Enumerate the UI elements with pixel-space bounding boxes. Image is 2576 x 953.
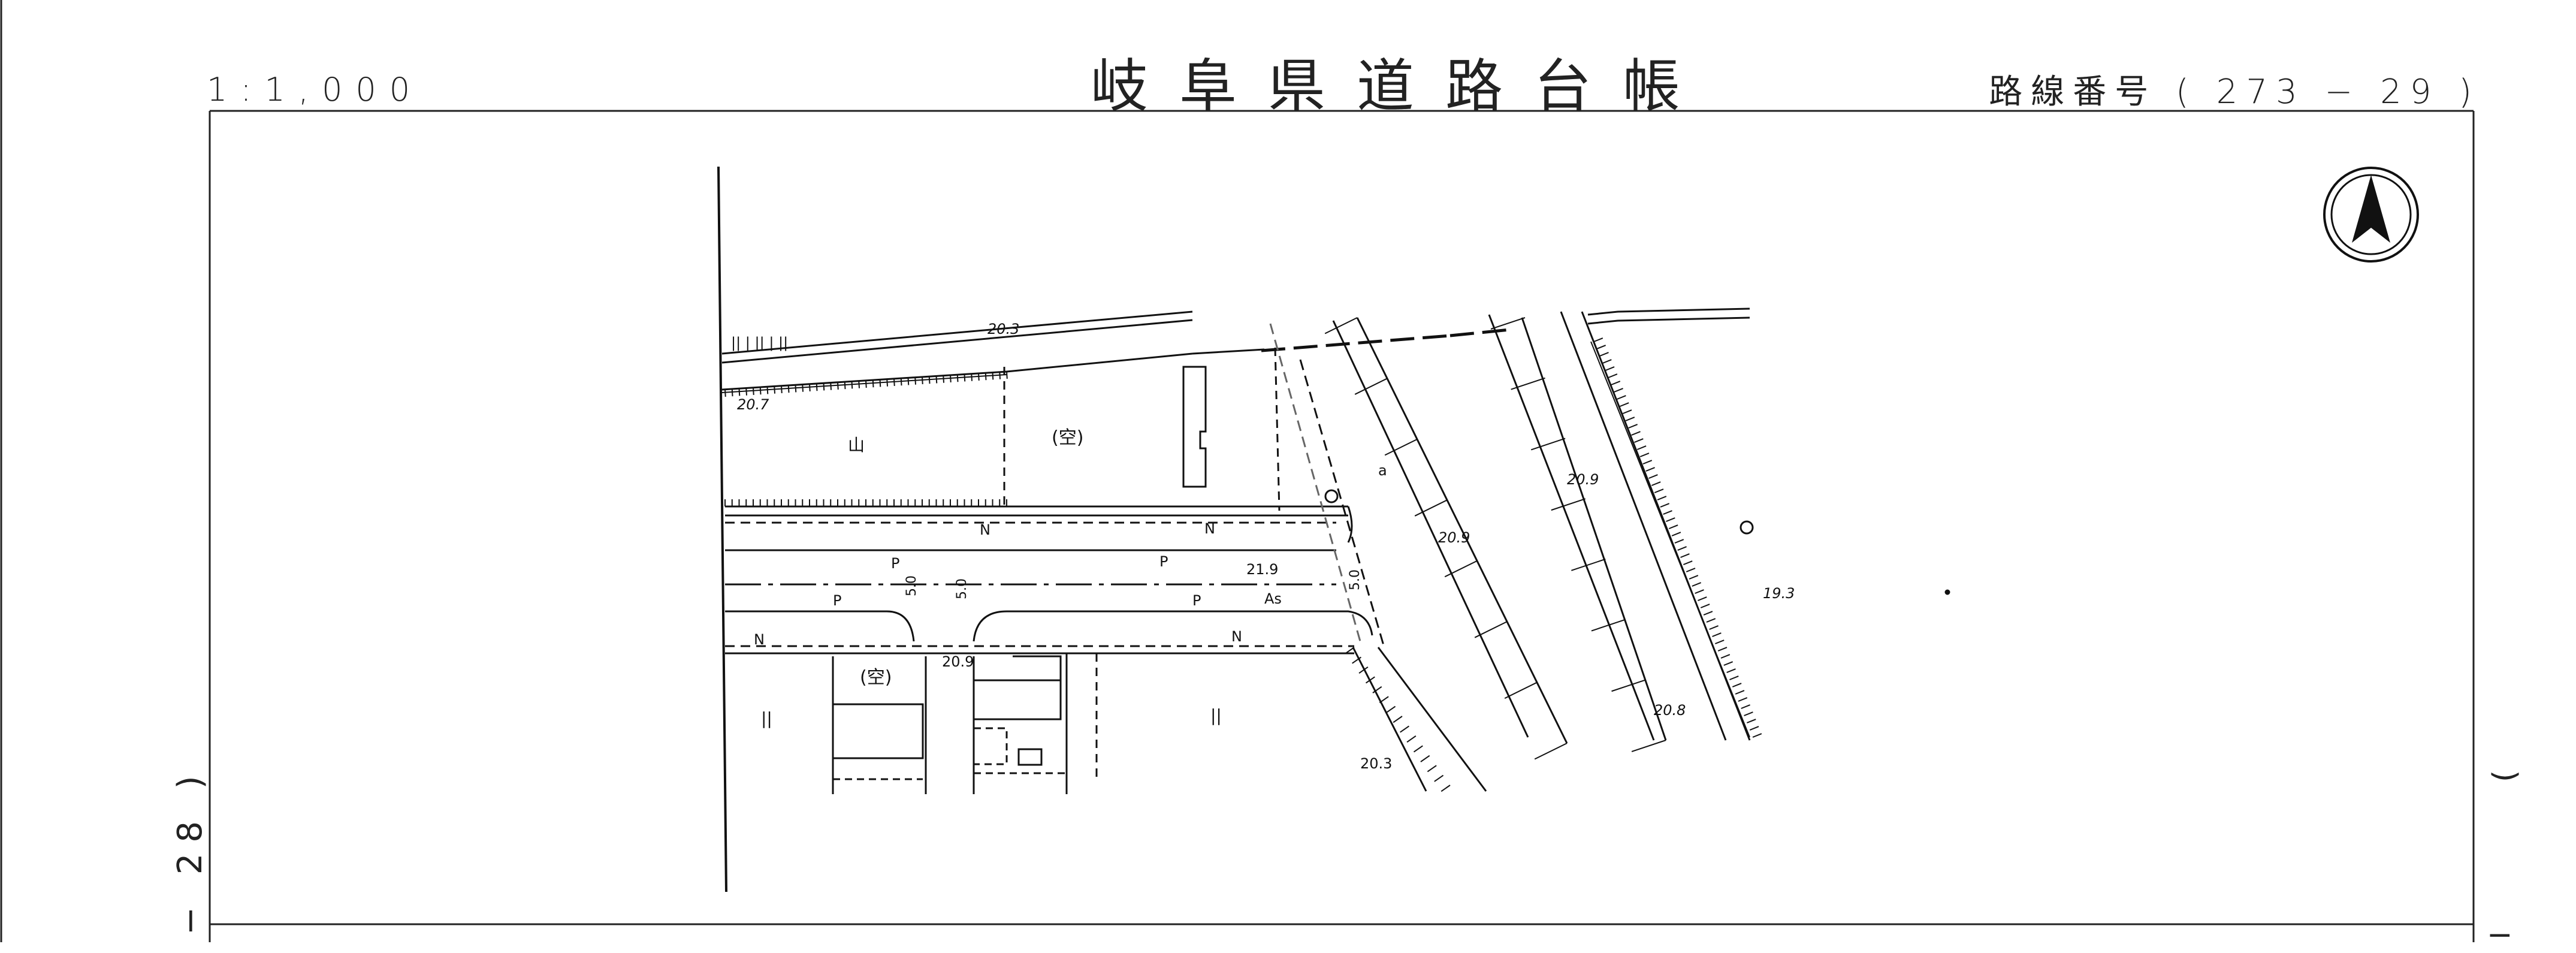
north-parcels — [721, 310, 1511, 511]
map-symbols — [1324, 489, 1950, 595]
label-elev-5: 20.9 — [1438, 529, 1470, 546]
hatch-ticks-north — [724, 371, 1008, 397]
label-paddy-s: || — [1210, 705, 1222, 725]
south-parcels — [832, 653, 1098, 794]
label-road-p2: P — [1159, 553, 1168, 570]
road-cross-lines-east — [1490, 317, 1666, 752]
label-elev-3: 21.9 — [1246, 561, 1278, 578]
label-vacant-south: (空) — [860, 667, 892, 688]
survey-point-icon — [1944, 589, 1950, 595]
map-frame — [0, 0, 2475, 942]
scale-label: 1:1,000 — [207, 71, 424, 108]
label-road-p4: P — [1192, 592, 1201, 609]
hatch-ticks-road — [724, 499, 1007, 506]
label-road-p3: P — [833, 592, 841, 609]
label-field: 山 — [848, 435, 865, 455]
label-width-1: 5.0 — [904, 575, 919, 596]
pole-icon — [1324, 489, 1339, 503]
label-elev-1: 20.3 — [987, 321, 1019, 337]
label-elev-8: 20.8 — [1654, 702, 1686, 719]
label-road-n4: N — [1231, 628, 1242, 645]
map-labels: (空) (空) 山 || || || | || | || N N N N P P… — [731, 321, 1795, 772]
label-elev-6: 20.9 — [1567, 471, 1599, 488]
hatch-ticks-east — [1593, 337, 1762, 738]
label-elev-2: 20.7 — [737, 396, 769, 413]
hatch-ticks-sw — [1345, 647, 1451, 792]
label-paddy-sw: || — [761, 708, 772, 728]
hatch-edge-east — [1590, 341, 1750, 738]
label-road-n1: N — [980, 521, 990, 538]
label-mark-a: a — [1378, 462, 1387, 479]
route-number: 路線番号 ( 273 − 29 ) — [1989, 73, 2480, 111]
main-road — [725, 505, 1373, 655]
road-cross-lines — [1324, 317, 1568, 760]
hatch-edge-north — [721, 374, 1007, 393]
label-surface-as: As — [1264, 590, 1282, 607]
label-road-n2: N — [1204, 520, 1215, 537]
label-elev-9: 20.3 — [1360, 755, 1392, 772]
north-arrow-icon — [2323, 167, 2419, 263]
label-elev-7: 19.3 — [1763, 585, 1795, 602]
label-elev-4: 20.9 — [942, 653, 974, 670]
label-vacant-north: (空) — [1052, 427, 1083, 448]
sheet-title: 岐阜県道路台帳 — [1091, 53, 1711, 120]
label-width-3: 5.0 — [1348, 569, 1363, 590]
label-width-2: 5.0 — [955, 578, 970, 599]
label-road-p1: P — [891, 555, 899, 572]
pole-icon-east — [1740, 520, 1754, 535]
label-paddy-marks: || | || | || — [731, 334, 788, 351]
west-boundary — [717, 166, 727, 892]
label-road-n3: N — [754, 631, 765, 648]
